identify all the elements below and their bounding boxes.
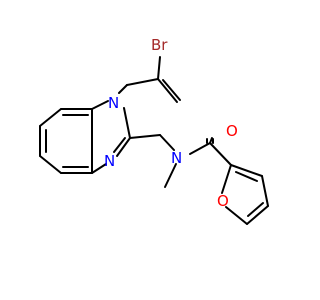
bond-furan-c3-c2-double bbox=[235, 171, 258, 182]
bond-c7a-n1 bbox=[91, 100, 109, 110]
atom-o-carbonyl: O bbox=[226, 122, 238, 140]
bond-ch2-n1 bbox=[118, 84, 128, 94]
bond-n1-c2 bbox=[123, 107, 131, 139]
bond-ch2-allyl bbox=[126, 78, 159, 86]
atom-n3: N bbox=[104, 152, 115, 170]
bond-c2-n3 bbox=[116, 137, 131, 157]
bond-furan-o-c5 bbox=[225, 206, 248, 225]
molecule-canvas: Br N N N O O bbox=[39, 36, 269, 225]
bond-vinyl-outer bbox=[157, 78, 178, 103]
bond-furan-c5-c4-double bbox=[247, 202, 264, 217]
bond-furan-c3-c2 bbox=[230, 164, 263, 177]
bond-c2-ch2 bbox=[129, 134, 161, 139]
atom-n1: N bbox=[108, 94, 119, 112]
furan-ring bbox=[221, 164, 269, 225]
bromoallyl-group bbox=[118, 56, 181, 103]
bond-ch2-n bbox=[159, 134, 175, 151]
benzimidazole-ring bbox=[39, 100, 131, 174]
atom-o-furan: O bbox=[217, 192, 229, 210]
bond-furan-c5-c4 bbox=[246, 205, 269, 225]
bond-c5-c4 bbox=[39, 155, 62, 174]
bond-c2-n3-double bbox=[113, 137, 126, 153]
amide-chain bbox=[129, 134, 232, 188]
bond-furan-c2-o bbox=[221, 164, 232, 194]
bond-c-br bbox=[157, 56, 161, 80]
atom-br: Br bbox=[151, 36, 168, 54]
bond-c7-c6 bbox=[39, 108, 62, 127]
molecule-structure: Br N N N O O bbox=[39, 36, 269, 225]
bond-vinyl-inner bbox=[162, 79, 181, 101]
bond-furan-c4-c3 bbox=[261, 175, 269, 207]
bond-carbonyl-furan bbox=[209, 142, 232, 166]
bond-n-carbonyl bbox=[189, 142, 211, 155]
bond-n-methyl bbox=[164, 163, 177, 188]
atom-n-amide: N bbox=[171, 149, 182, 167]
bond-n3-c3a bbox=[91, 163, 107, 174]
